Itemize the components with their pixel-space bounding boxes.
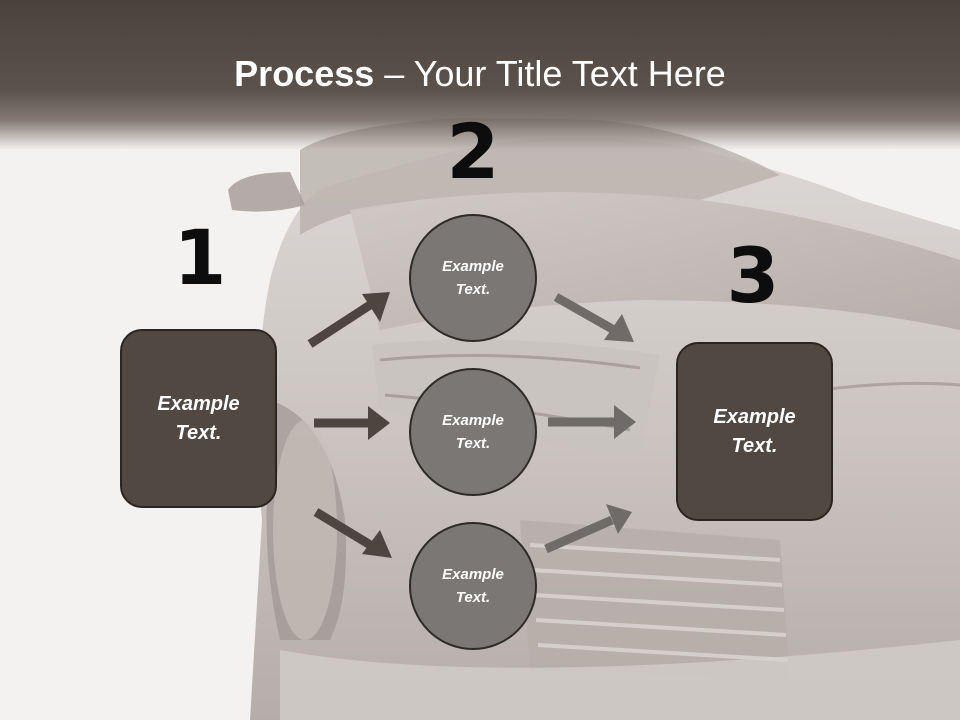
title-bold: Process <box>234 53 375 94</box>
arrow-start-to-mid <box>314 406 390 440</box>
circle-middle-label: Example Text. <box>442 412 504 452</box>
title-bar <box>0 0 960 150</box>
arrow-start-to-top <box>307 292 390 348</box>
circle-bottom-label: Example Text. <box>442 566 504 606</box>
circle-middle: Example Text. <box>409 368 537 496</box>
circle-top-label: Example Text. <box>442 258 504 298</box>
start-box: Example Text. <box>120 329 277 508</box>
step-number-3: 3 <box>726 231 780 320</box>
arrow-start-to-bot <box>313 508 392 558</box>
circle-bottom: Example Text. <box>409 522 537 650</box>
end-box: Example Text. <box>676 342 833 521</box>
title-rest: – Your Title Text Here <box>374 53 726 94</box>
page-title: Process – Your Title Text Here <box>0 52 960 96</box>
arrow-mid-to-end <box>548 405 636 439</box>
end-box-label: Example Text. <box>713 405 796 457</box>
start-box-label: Example Text. <box>157 392 240 444</box>
arrow-bot-to-end <box>544 504 632 554</box>
step-number-1: 1 <box>173 213 227 302</box>
circle-top: Example Text. <box>409 214 537 342</box>
step-number-2: 2 <box>446 107 500 196</box>
arrow-top-to-end <box>553 293 634 342</box>
